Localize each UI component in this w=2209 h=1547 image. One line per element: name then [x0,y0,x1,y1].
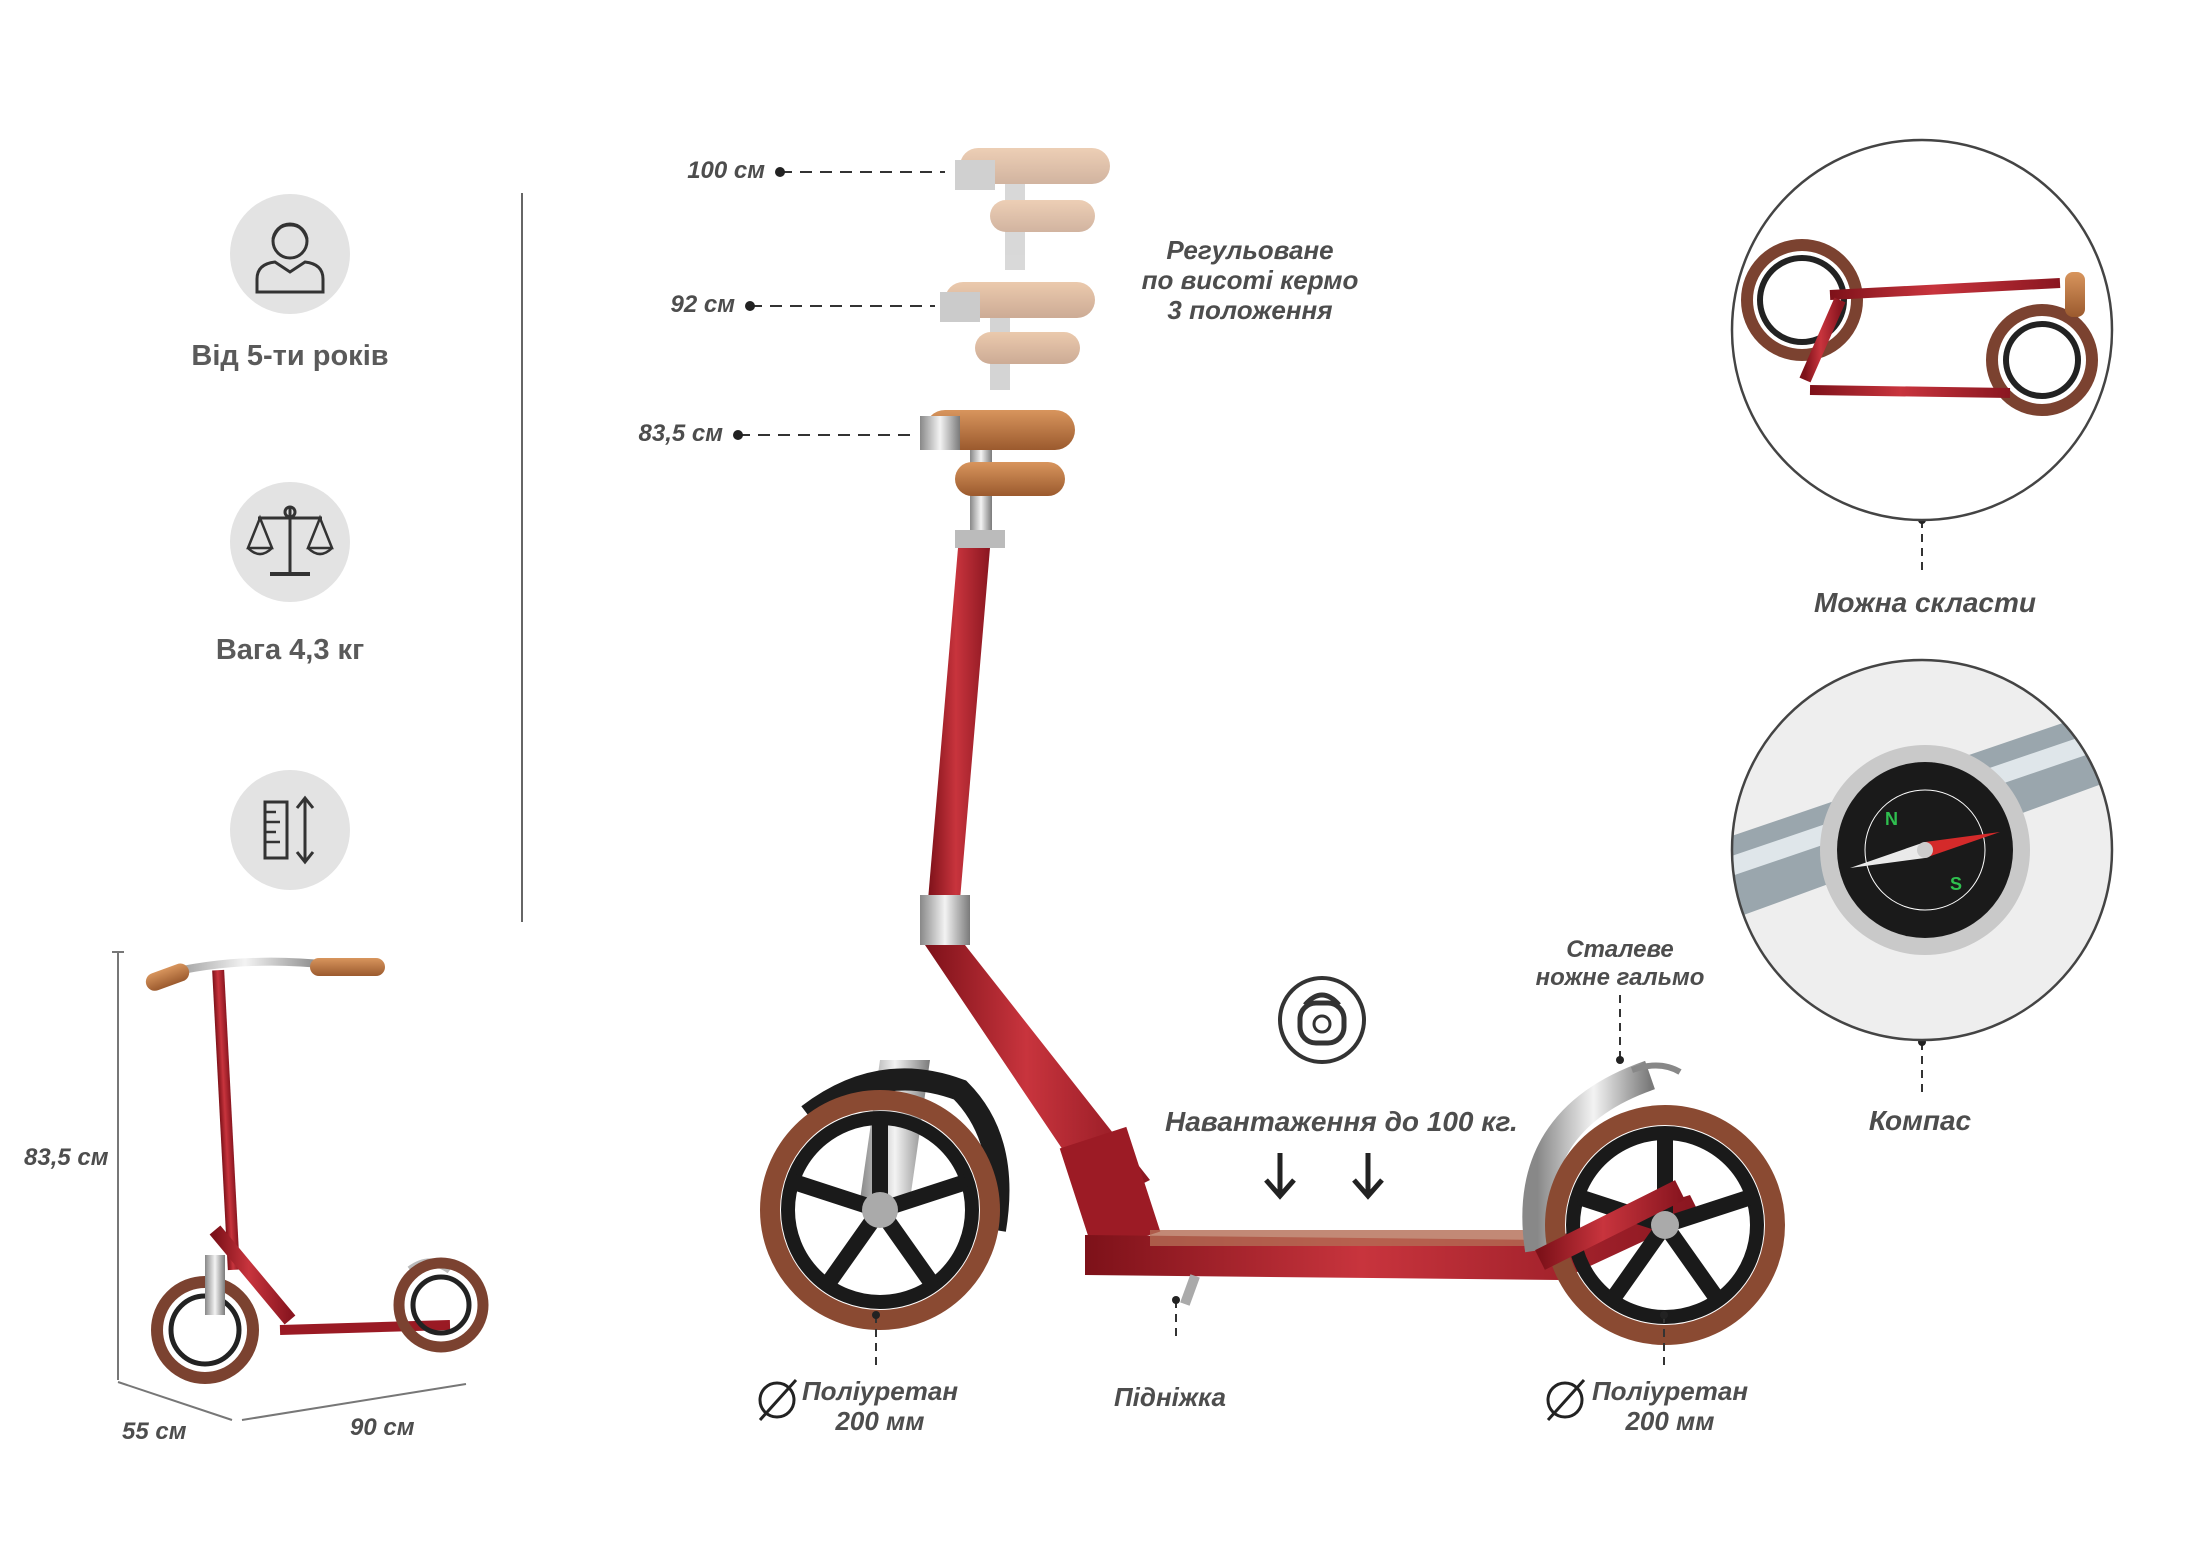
scale-icon [246,505,334,576]
kettlebell-icon [1278,976,1366,1064]
handlebar-height-83: 83,5 см [638,420,723,447]
diameter-icon [758,1378,798,1422]
diameter-icon [1546,1378,1586,1422]
brake-line-2: ножне гальмо [1535,964,1705,991]
dimension-width-label: 55 см [122,1418,187,1445]
handlebar-ghost-92 [940,282,1095,390]
handlebar-height-92: 92 см [670,291,735,318]
adjustable-handlebar-note: Регульоване по висоті кермо 3 положення [1110,235,1390,325]
load-label: Навантаження до 100 кг. [1165,1106,1518,1137]
small-scooter-image [145,957,489,1384]
load-arrows [1264,1153,1384,1200]
compass-image: NS [1732,660,2112,1040]
age-feature-icon [230,194,350,314]
adjustable-line-1: Регульоване [1166,235,1334,265]
weight-label: Вага 4,3 кг [215,634,365,666]
dimension-lines [112,951,467,1421]
kickstand-label: Підніжка [1113,1382,1227,1412]
rear-wheel-size: 200 мм [1625,1406,1715,1436]
feature-leaders [875,520,1923,1365]
handlebar-height-100: 100 см [687,157,765,184]
svg-text:S: S [1950,874,1962,894]
height-leaders [738,171,945,436]
adjustable-line-2: по висоті кермо [1141,265,1359,295]
folded-scooter-image [1732,140,2112,520]
brake-line-1: Сталеве [1566,936,1674,963]
handlebar-ghost-100 [955,148,1110,270]
main-scooter-image [760,410,1785,1345]
front-wheel-size: 200 мм [835,1406,925,1436]
front-wheel-material: Поліуретан [801,1376,959,1406]
age-label: Від 5-ти років [191,340,389,372]
ruler-height-icon [263,795,315,865]
brake-label: Сталеве ножне гальмо [1500,936,1740,992]
person-icon [255,222,325,294]
height-feature-icon [230,770,350,890]
foldable-label: Можна скласти [1814,587,2036,618]
compass-label: Компас [1868,1105,1972,1136]
dimension-length-label: 90 см [350,1414,415,1441]
weight-feature-icon [230,482,350,602]
svg-text:N: N [1885,809,1898,829]
rear-wheel-label: Поліуретан 200 мм [1590,1376,1750,1436]
dimension-height-label: 83,5 см [24,1144,109,1171]
front-wheel-label: Поліуретан 200 мм [800,1376,960,1436]
rear-wheel-material: Поліуретан [1591,1376,1749,1406]
adjustable-line-3: 3 положення [1167,295,1333,325]
